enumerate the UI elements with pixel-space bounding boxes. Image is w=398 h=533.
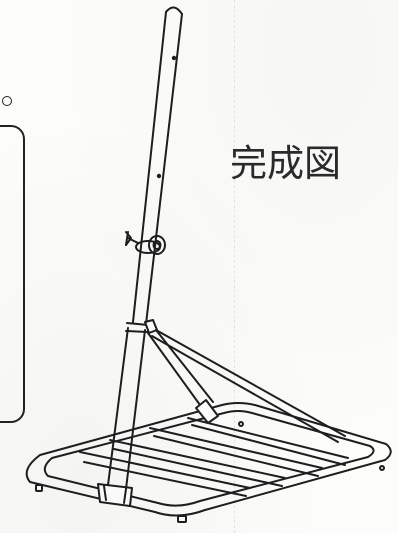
page-fold-line [234, 0, 236, 533]
bullet-circle-icon [2, 96, 12, 106]
side-note-box [0, 125, 25, 423]
page-title: 完成図 [230, 142, 341, 185]
